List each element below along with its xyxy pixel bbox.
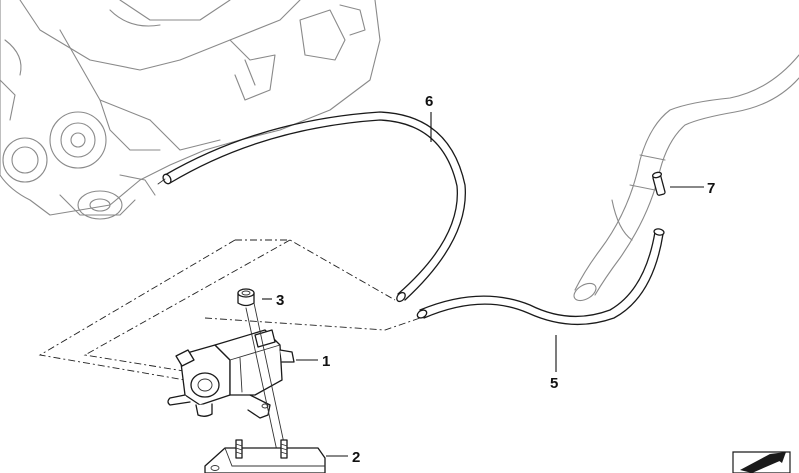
solenoid-valve-part-1 [167, 329, 295, 419]
callout-2: 2 [352, 449, 360, 466]
callout-3: 3 [276, 292, 284, 309]
cap-part-3 [237, 288, 255, 307]
mounting-stud-line [245, 302, 289, 466]
callout-1: 1 [322, 353, 330, 370]
vacuum-hose-6 [157, 111, 466, 303]
callout-6: 6 [425, 93, 433, 110]
callout-5: 5 [550, 375, 558, 392]
assembly-outline [38, 239, 421, 381]
engine-block [0, 0, 381, 220]
ghost-intake-hose [573, 54, 799, 302]
leader-lines [262, 112, 704, 457]
vacuum-hose-5 [416, 228, 665, 326]
part-group-arrow-icon [732, 451, 791, 473]
bracket-part-2 [204, 439, 326, 473]
callouts: 1 2 3 5 6 7 [276, 93, 715, 466]
connector-part-7 [651, 171, 666, 196]
callout-7: 7 [707, 180, 715, 197]
